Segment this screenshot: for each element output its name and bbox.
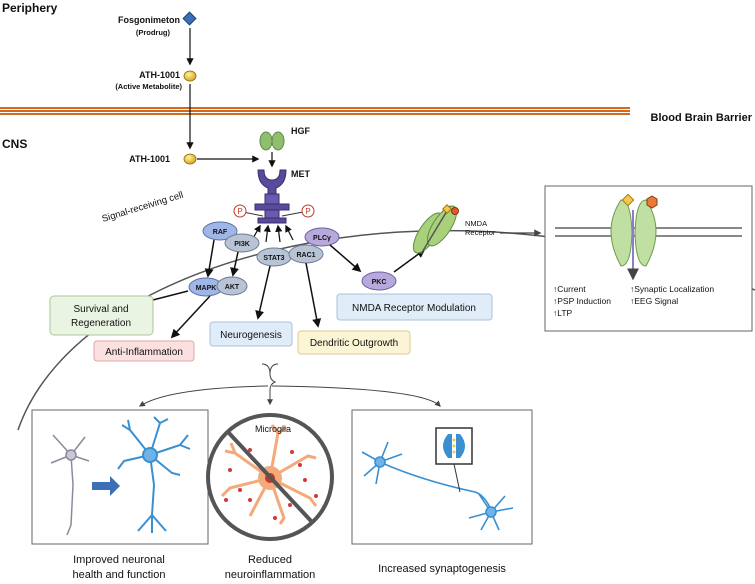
plcy-node: [304, 227, 340, 247]
stat3-to-neurogenesis-arrow: [255, 265, 271, 320]
phospho-right-label: P: [305, 207, 310, 216]
nmda-inset-receptor-icon: [555, 193, 742, 281]
metabolite-dot-icon: [183, 70, 197, 82]
rac1-to-dendritic-arrow: [305, 262, 322, 328]
nmda-effect-synaptic: ↑Synaptic Localization: [630, 284, 714, 294]
neurogenesis-box: [209, 321, 293, 347]
pi3k-to-akt-arrow: [230, 251, 239, 277]
plcy-to-pkc-arrow: [329, 244, 362, 273]
small-neuron-icon: [50, 434, 90, 536]
pkc-label: PKC: [372, 279, 387, 286]
blood-brain-barrier: [0, 107, 630, 115]
survival-label-1: Survival and: [73, 304, 128, 315]
synapse-neurons-icon: [361, 441, 514, 531]
caption-1-line-2: health and function: [73, 569, 166, 581]
anti-inflammation-label: Anti-Inflammation: [105, 347, 183, 358]
nmda-modulation-box: [336, 293, 493, 321]
microglia-panel-icon: [206, 413, 334, 541]
nmda-modulation-label: NMDA Receptor Modulation: [352, 303, 476, 314]
cns-metabolite-label: ATH-1001: [129, 154, 170, 164]
phospho-right-icon: [301, 204, 315, 218]
caption-2-line-1: Reduced: [248, 554, 292, 566]
mapk-to-inflammation-arrow: [170, 295, 211, 339]
nmda-effect-eeg: ↑EEG Signal: [630, 296, 678, 306]
cell-label: Signal-receiving cell: [101, 190, 185, 225]
stat3-label: STAT3: [263, 255, 284, 262]
neurogenesis-label: Neurogenesis: [220, 330, 282, 341]
nmda-receptor-icon: [412, 204, 459, 255]
pi3k-label: PI3K: [234, 241, 250, 248]
prodrug-label: Fosgonimeton: [118, 15, 180, 25]
anti-inflammation-box: [93, 340, 195, 362]
prodrug-diamond-icon: [182, 11, 197, 26]
microglia-label: Microglia: [255, 424, 291, 434]
phospho-link-right: [281, 211, 304, 217]
phospho-link-left: [242, 211, 264, 217]
met-input-arrow-2: [263, 224, 271, 243]
mapk-label: MAPK: [196, 285, 217, 292]
growth-arrow-icon: [92, 476, 120, 496]
plcy-label: PLCγ: [313, 235, 331, 242]
akt-node: [216, 276, 248, 296]
metabolite-label: ATH-1001: [139, 70, 180, 80]
raf-to-mapk-arrow: [204, 239, 215, 278]
survival-label-2: Regeneration: [71, 318, 131, 329]
met-receptor-icon: [254, 169, 290, 224]
hgf-ligand-icon: [259, 131, 285, 151]
phospho-left-label: P: [237, 207, 242, 216]
rac1-label: RAC1: [296, 252, 315, 259]
nmda-effect-psp: ↑PSP Induction: [553, 296, 611, 306]
panel-neuronal-health: [31, 409, 209, 545]
inset-pointer: [453, 463, 461, 493]
met-label: MET: [291, 169, 311, 179]
raf-label: RAF: [213, 229, 228, 236]
hgf-label: HGF: [291, 126, 311, 136]
outcome-bracket: [138, 363, 441, 407]
met-input-arrow-4: [285, 224, 294, 241]
caption-2-line-2: neuroinflammation: [225, 569, 316, 581]
caption-1-line-1: Improved neuronal: [73, 554, 165, 566]
periphery-label: Periphery: [2, 1, 58, 15]
nmda-effect-ltp: ↑LTP: [553, 308, 573, 318]
akt-label: AKT: [225, 284, 240, 291]
nmda-label-2: Receptor: [465, 228, 496, 237]
caption-3: Increased synaptogenesis: [378, 563, 506, 575]
nmda-effect-current: ↑Current: [553, 284, 586, 294]
pi3k-node: [224, 233, 260, 253]
synapse-detail-icon: [443, 434, 465, 458]
bbb-label: Blood Brain Barrier: [651, 112, 753, 124]
nmda-label-1: NMDA: [465, 219, 487, 228]
cns-metabolite-dot-icon: [183, 153, 197, 165]
phospho-left-icon: [233, 204, 247, 218]
pkc-to-nmda-arrow: [393, 248, 426, 273]
prodrug-sublabel: (Prodrug): [136, 28, 171, 37]
dendritic-label: Dendritic Outgrowth: [310, 338, 398, 349]
cns-label: CNS: [2, 137, 27, 151]
large-neuron-icon: [117, 416, 191, 533]
dendritic-box: [297, 330, 411, 355]
pkc-node: [361, 271, 397, 291]
met-input-arrow-3: [275, 224, 283, 243]
survival-box: [49, 295, 154, 336]
raf-node: [202, 221, 238, 241]
metabolite-sublabel: (Active Metabolite): [115, 82, 182, 91]
